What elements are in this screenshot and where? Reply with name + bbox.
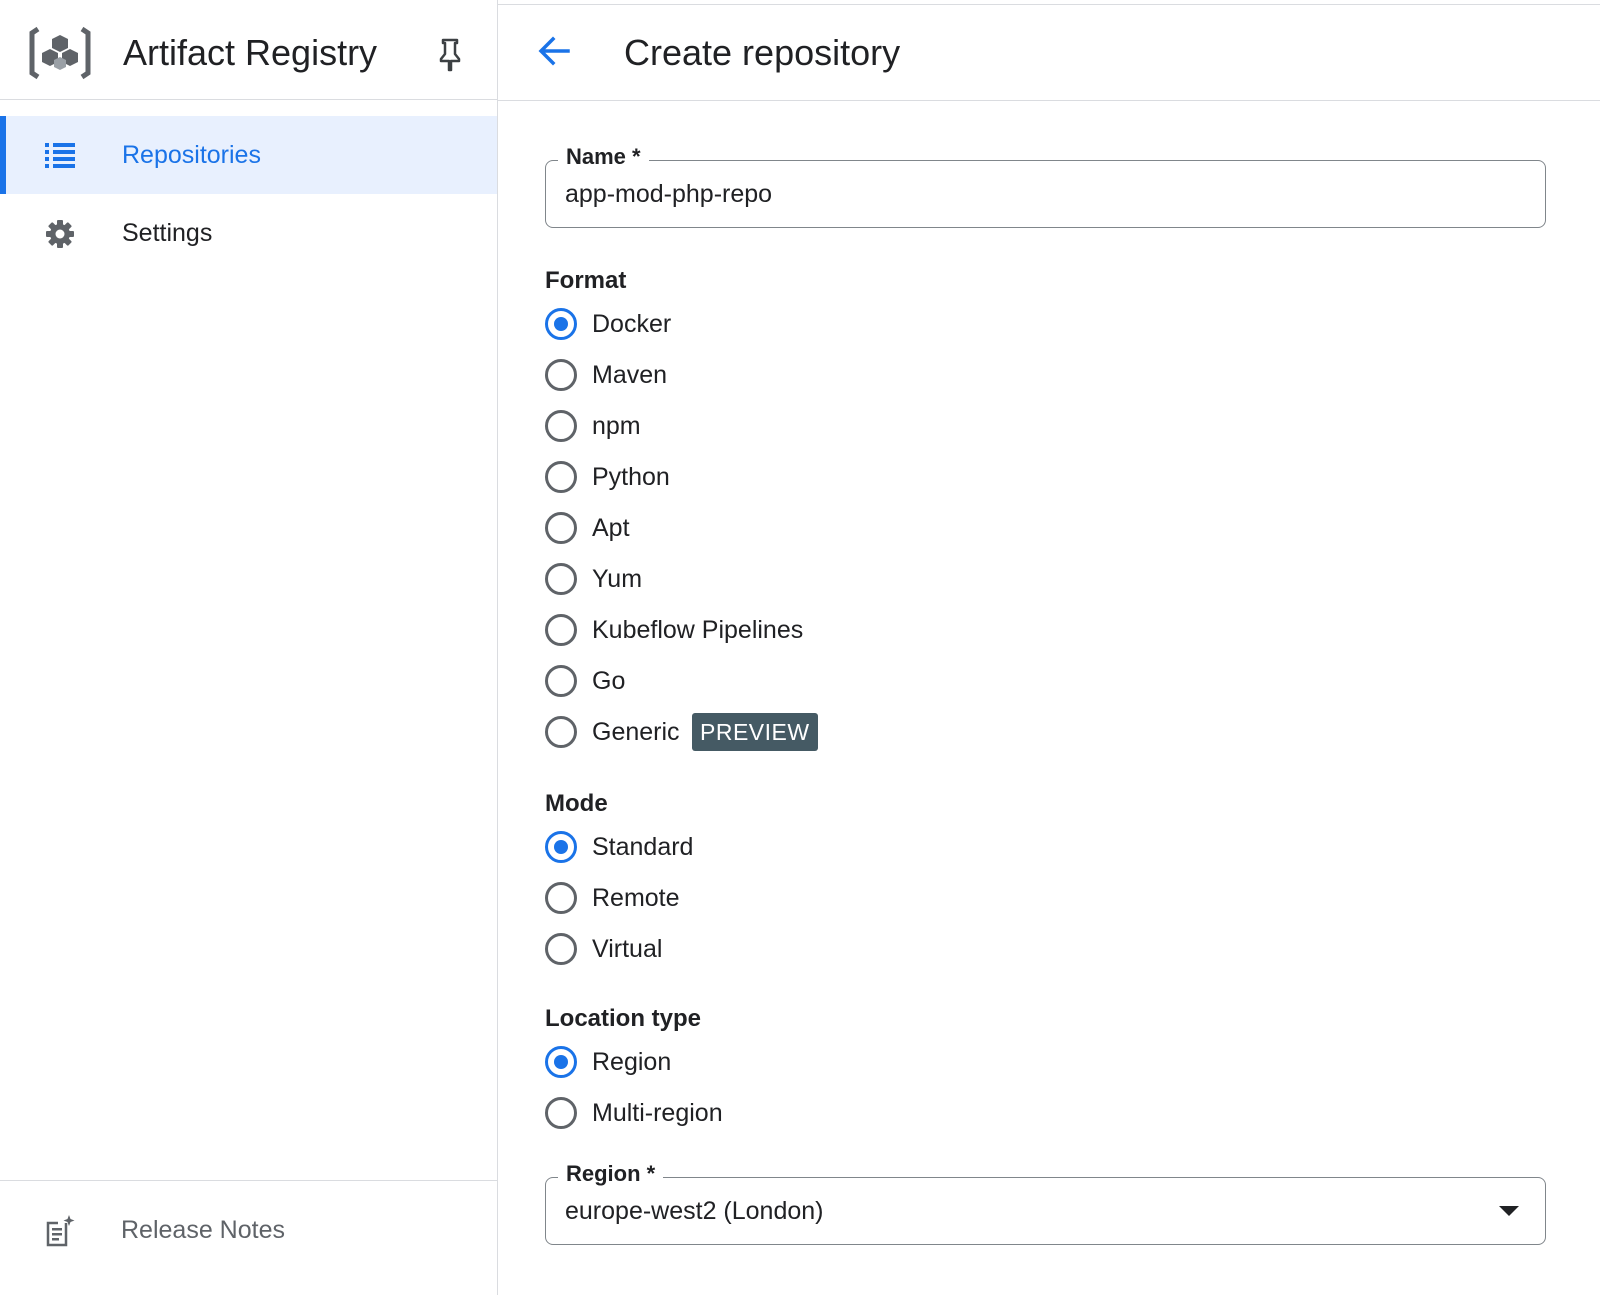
radio-label: Standard: [592, 833, 694, 861]
gear-icon: [46, 220, 74, 248]
radio-unchecked-icon: [545, 461, 577, 493]
sidebar-item-repositories[interactable]: Repositories: [0, 116, 497, 194]
radio-unchecked-icon: [545, 563, 577, 595]
region-select-label: Region *: [558, 1161, 664, 1187]
page-title: Create repository: [624, 32, 901, 73]
radio-label: Kubeflow Pipelines: [592, 616, 804, 644]
preview-badge: PREVIEW: [692, 713, 818, 751]
name-field-label: Name *: [558, 144, 649, 170]
name-field-value: app-mod-php-repo: [565, 180, 773, 208]
radio-unchecked-icon: [545, 512, 577, 544]
radio-unchecked-icon: [545, 933, 577, 965]
radio-label: Go: [592, 667, 626, 695]
radio-unchecked-icon: [545, 665, 577, 697]
page-header: Create repository: [498, 5, 1600, 101]
radio-checked-icon: [545, 308, 577, 340]
radio-unchecked-icon: [545, 716, 577, 748]
region-select-value: europe-west2 (London): [565, 1197, 824, 1225]
sidebar-item-label: Repositories: [122, 141, 261, 169]
radio-label: npm: [592, 412, 641, 440]
list-icon: [45, 143, 75, 168]
radio-label: Remote: [592, 884, 680, 912]
format-section-label: Format: [545, 267, 627, 294]
sidebar: Artifact Registry Repositories: [0, 0, 498, 1295]
sidebar-header: Artifact Registry: [0, 5, 497, 100]
radio-label: Yum: [592, 565, 643, 593]
release-notes-link[interactable]: Release Notes: [121, 1216, 285, 1244]
top-border: [0, 0, 1600, 5]
app-title: Artifact Registry: [123, 32, 378, 73]
radio-checked-icon: [545, 831, 577, 863]
radio-unchecked-icon: [545, 359, 577, 391]
radio-label: Virtual: [592, 935, 663, 963]
radio-unchecked-icon: [545, 1097, 577, 1129]
sidebar-footer: Release Notes: [0, 1180, 497, 1296]
location-type-section-label: Location type: [545, 1005, 702, 1032]
radio-unchecked-icon: [545, 882, 577, 914]
mode-section-label: Mode: [545, 790, 608, 817]
artifact-registry-logo-icon: [29, 26, 91, 80]
radio-unchecked-icon: [545, 410, 577, 442]
dropdown-arrow-icon: [1499, 1206, 1519, 1216]
radio-label: Multi-region: [592, 1099, 723, 1127]
radio-label: Docker: [592, 310, 672, 338]
radio-checked-icon: [545, 1046, 577, 1078]
radio-label: Region: [592, 1048, 672, 1076]
radio-label: Maven: [592, 361, 668, 389]
pin-icon[interactable]: [436, 37, 464, 73]
sidebar-item-label: Settings: [122, 219, 213, 247]
radio-label: Python: [592, 463, 670, 491]
radio-label: Apt: [592, 514, 630, 542]
radio-label: Generic: [592, 718, 680, 746]
name-field[interactable]: Name * app-mod-php-repo: [545, 144, 1546, 228]
region-select[interactable]: Region * europe-west2 (London): [545, 1161, 1546, 1245]
radio-unchecked-icon: [545, 614, 577, 646]
arrow-back-icon[interactable]: [534, 31, 574, 71]
release-notes-icon: [46, 1215, 75, 1247]
sidebar-item-settings[interactable]: Settings: [0, 194, 497, 272]
